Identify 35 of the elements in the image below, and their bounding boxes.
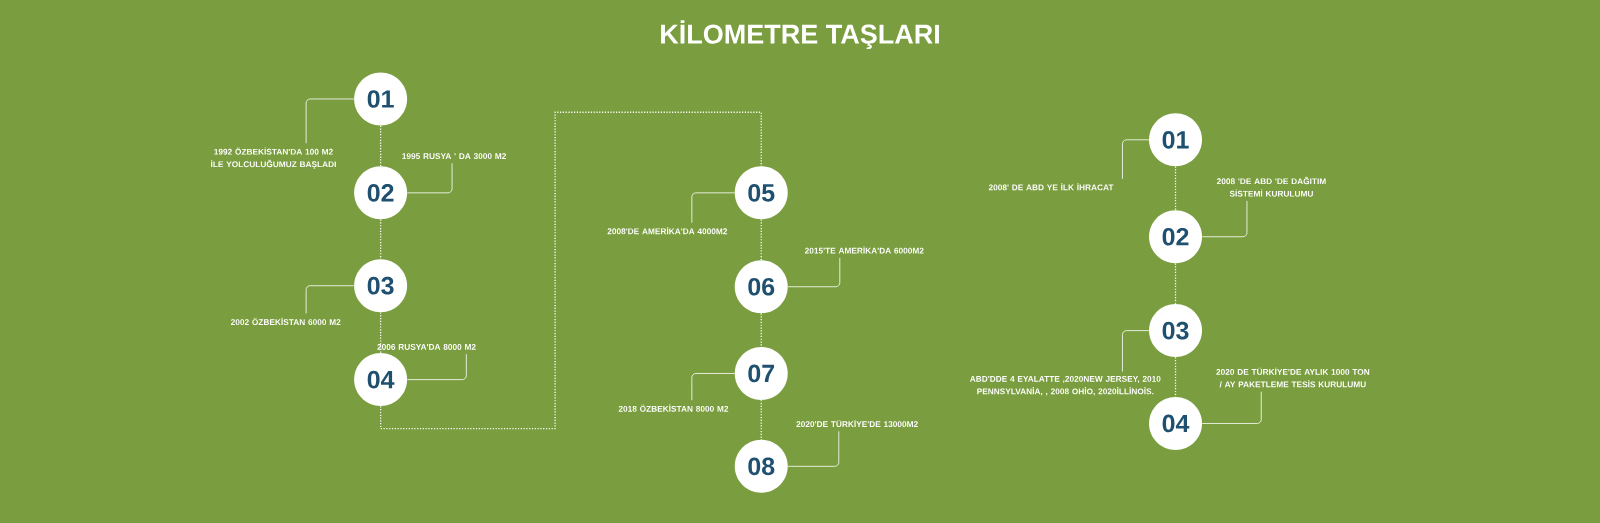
leader-line — [1122, 139, 1150, 180]
leader-line — [787, 430, 840, 467]
dotted-connector — [379, 124, 382, 167]
milestone-text: 1995 RUSYA ' DA 3000 M2 — [402, 152, 506, 159]
milestone-text: 2002 ÖZBEKİSTAN 6000 M2 — [230, 317, 341, 325]
leader-line — [305, 98, 355, 144]
milestone-text: 2008'DE AMERİKA'DA 4000M2 — [607, 226, 728, 234]
dotted-connector — [760, 399, 762, 441]
leader-line — [1201, 200, 1248, 237]
dotted-connector — [379, 111, 762, 429]
leader-line — [787, 257, 841, 287]
dotted-connector — [1174, 165, 1177, 211]
leader-line — [691, 372, 735, 401]
milestone-text: 2020 DE TÜRKİYE'DE AYLIK 1000 TON / AY PAKETLEME TESİS KURULUMU — [1216, 367, 1370, 388]
milestone-text: 2015'TE AMERİKA'DA 6000M2 — [804, 246, 924, 254]
leader-line — [406, 353, 467, 380]
milestone-text: 2018 ÖZBEKİSTAN 8000 M2 — [618, 404, 729, 412]
milestone-text: 2008 'DE ABD 'DE DAĞITIM SİSTEMİ KURULUMU — [1216, 176, 1326, 197]
milestone-text: 2020'DE TÜRKİYE'DE 13000M2 — [796, 419, 918, 427]
milestone-text: ABD'DDE 4 EYALATTE ,2020NEW JERSEY, 2010 PENNSYLVANİA, , 2008 OHİO, 2020İLLİNOİS. — [970, 375, 1161, 396]
dotted-connector — [379, 311, 382, 354]
milestone-text: 2006 RUSYA'DA 8000 M2 — [377, 343, 476, 350]
dotted-connector — [760, 218, 762, 261]
dotted-connector — [760, 312, 762, 348]
dotted-connector — [1174, 262, 1177, 305]
leader-line — [691, 192, 735, 223]
leader-line — [305, 285, 355, 314]
leader-line — [1122, 330, 1150, 372]
leader-line — [406, 162, 453, 193]
title: KİLOMETRE TAŞLARI — [661, 20, 939, 49]
dotted-connector — [1174, 356, 1177, 398]
milestone-text: 1992 ÖZBEKİSTAN'DA 100 M2 İLE YOLCULUĞUMUZ BAŞLADI — [211, 147, 336, 169]
milestone-text: 2008' DE ABD YE İLK İHRACAT — [988, 182, 1114, 191]
dotted-connector — [379, 218, 382, 260]
leader-line — [1201, 391, 1262, 424]
